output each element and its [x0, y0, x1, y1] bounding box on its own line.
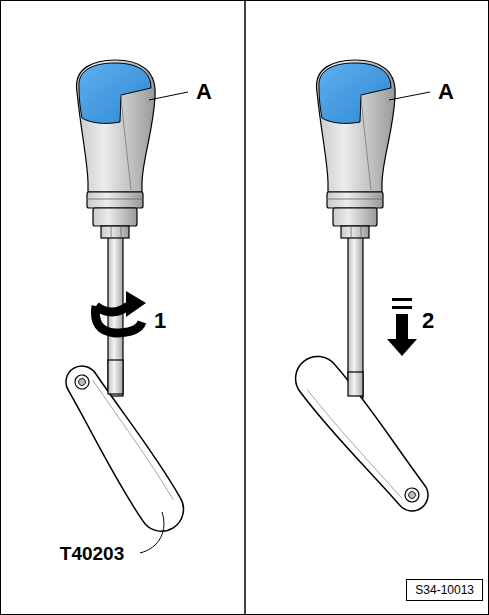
part-letter: A: [196, 81, 212, 103]
figure-number-box: S34-10013: [406, 579, 483, 601]
leader-line: [140, 512, 164, 553]
tool-lever: [286, 347, 439, 521]
shift-shaft-lower: [108, 360, 123, 394]
leader-line: [149, 92, 188, 100]
left-panel: [55, 60, 193, 553]
shift-shaft: [348, 236, 363, 398]
shift-shaft-lower: [348, 372, 363, 396]
gear-knob: [317, 60, 396, 238]
tool-lever: [55, 357, 193, 540]
panel-divider: [244, 0, 246, 615]
part-letter: A: [438, 81, 454, 103]
pull-arrow: [387, 298, 417, 356]
tool-number: T40203: [60, 544, 124, 563]
gear-knob: [77, 60, 156, 238]
right-panel: [286, 60, 439, 522]
callout-number: 1: [154, 310, 166, 332]
rotation-arrow: [95, 291, 146, 333]
figure-number: S34-10013: [415, 583, 474, 597]
callout-number: 2: [422, 310, 434, 332]
leader-line: [389, 92, 430, 100]
